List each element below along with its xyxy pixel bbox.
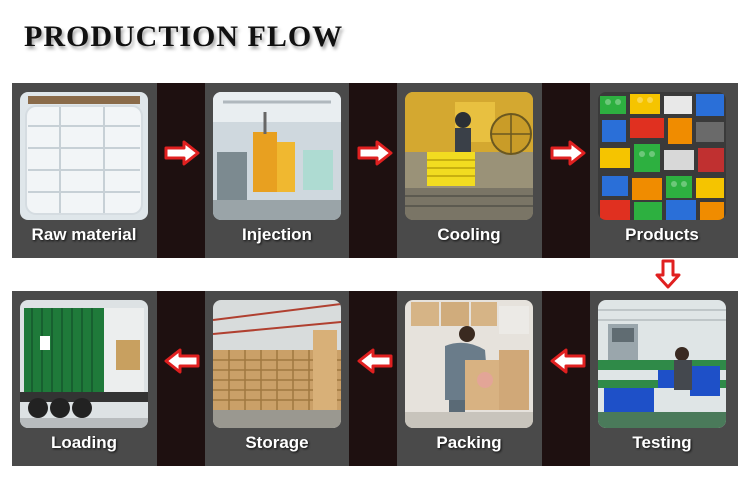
storage-photo xyxy=(213,300,341,428)
packing-photo xyxy=(405,300,533,428)
arrow-down-icon xyxy=(655,259,681,289)
step-label-storage: Storage xyxy=(197,433,357,453)
arrow-left-icon xyxy=(164,348,200,374)
page-title: PRODUCTION FLOW xyxy=(24,20,343,54)
arrow-right-icon xyxy=(357,140,393,166)
step-label-raw-material: Raw material xyxy=(4,225,164,245)
raw-material-photo xyxy=(20,92,148,220)
step-label-injection: Injection xyxy=(197,225,357,245)
products-photo xyxy=(598,92,726,220)
step-label-packing: Packing xyxy=(389,433,549,453)
step-label-cooling: Cooling xyxy=(389,225,549,245)
flow-row-bottom: Loading Storage xyxy=(12,291,738,466)
arrow-right-icon xyxy=(550,140,586,166)
step-label-testing: Testing xyxy=(582,433,742,453)
arrow-left-icon xyxy=(357,348,393,374)
loading-photo xyxy=(20,300,148,428)
testing-photo xyxy=(598,300,726,428)
step-label-loading: Loading xyxy=(4,433,164,453)
arrow-left-icon xyxy=(550,348,586,374)
injection-photo xyxy=(213,92,341,220)
flow-row-top: Raw material Injection xyxy=(12,83,738,258)
arrow-right-icon xyxy=(164,140,200,166)
cooling-photo xyxy=(405,92,533,220)
step-label-products: Products xyxy=(582,225,742,245)
